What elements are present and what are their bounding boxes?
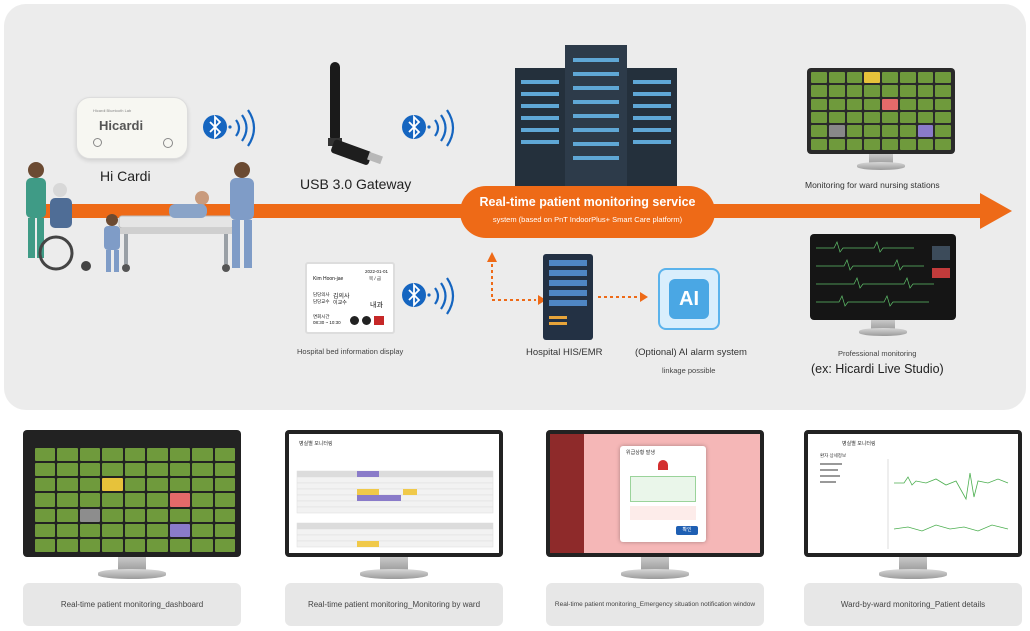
bed-display-day: 목 / 금	[369, 276, 382, 281]
bed-display-date: 2022-01-01	[365, 269, 389, 274]
alert-dialog-title: 위급상황 발생	[626, 450, 655, 456]
pro-monitor	[810, 234, 956, 340]
dotted-connector-ai-arrowhead	[640, 292, 648, 302]
patients-illustration	[26, 162, 254, 272]
bluetooth-icon	[402, 114, 431, 140]
pro-monitor-label: Professional monitoring	[838, 349, 917, 358]
bed-display-time-value: 08:30 ~ 10:30	[313, 320, 341, 325]
detail-screen-title: 병실별 모니터링	[842, 441, 876, 447]
monitoring-service-pill: Real-time patient monitoring service sys…	[460, 186, 715, 238]
service-subtitle: system (based on PnT IndoorPlus+ Smart C…	[492, 215, 683, 224]
service-title: Real-time patient monitoring service	[479, 195, 696, 209]
bluetooth-icon	[203, 114, 232, 140]
wireless-waves-icon	[434, 277, 455, 315]
secondary-trace	[893, 524, 1009, 532]
patient-detail-charts	[820, 459, 1009, 549]
dotted-connector-right-arrowhead	[538, 295, 546, 305]
emergency-monitor: 위급상황 발생 확인	[546, 430, 764, 582]
caption-dashboard: Real-time patient monitoring_dashboard	[23, 583, 241, 626]
dashboard-monitor	[23, 430, 241, 582]
bed-display-doctor-name: 김의사	[333, 294, 350, 300]
detail-section-title: 환자 상세정보	[820, 453, 847, 458]
alert-sidebar	[550, 434, 584, 553]
siren-icon	[658, 460, 668, 470]
usb-gateway-device	[328, 62, 383, 165]
ecg-trace	[894, 472, 1009, 501]
alert-vitals-box	[630, 476, 696, 502]
ai-chip-icon: AI	[658, 268, 720, 330]
dotted-connector-service-to-his	[491, 258, 536, 301]
ward-table	[296, 470, 494, 548]
hicardi-title: Hi Cardi	[100, 168, 151, 184]
caption-patient-details: Ward-by-ward monitoring_Patient details	[804, 583, 1022, 626]
gateway-title: USB 3.0 Gateway	[300, 176, 412, 192]
wireless-waves-icon	[434, 109, 455, 147]
alert-note-box	[630, 506, 696, 520]
bed-info-display: Kim Hoon-jae 2022-01-01 목 / 금 담당의사 김의사 담…	[305, 262, 395, 334]
bed-display-nurse-name: 이교수	[333, 300, 347, 306]
his-label: Hospital HIS/EMR	[526, 347, 603, 358]
bed-display-nurse-label: 담당교수	[313, 299, 330, 304]
ward-table-monitor: 병실별 모니터링	[285, 430, 503, 582]
main-flow-arrow-head	[980, 193, 1012, 229]
alert-confirm-button[interactable]: 확인	[676, 526, 698, 535]
no-food-icon	[350, 316, 359, 325]
ai-sublabel: linkage possible	[662, 366, 716, 375]
hicardi-device: Hicardi Bluetooth Lab Hicardi	[76, 97, 188, 159]
ai-label: (Optional) AI alarm system	[635, 347, 747, 358]
pro-monitor-example: (ex: Hicardi Live Studio)	[811, 362, 944, 376]
bed-display-dept: 내과	[370, 302, 383, 309]
caption-ward: Real-time patient monitoring_Monitoring …	[285, 583, 503, 626]
patient-details-monitor: 병실별 모니터링 환자 상세정보	[804, 430, 1022, 582]
emergency-alert-dialog: 위급상황 발생 확인	[620, 446, 706, 542]
bed-display-doctor-label: 담당의사	[313, 292, 330, 297]
fall-risk-icon	[362, 316, 371, 325]
ward-monitor-label: Monitoring for ward nursing stations	[805, 180, 940, 190]
bed-display-caption: Hospital bed information display	[297, 347, 404, 356]
hicardi-maker-text: Hicardi Bluetooth Lab	[93, 108, 132, 113]
bed-display-patient: Kim Hoon-jae	[313, 276, 344, 282]
server-racks-illustration	[515, 45, 677, 190]
ward-monitor	[807, 68, 955, 174]
bluetooth-icon	[402, 282, 431, 308]
ai-chip-text: AI	[669, 279, 709, 319]
ward-screen-title: 병실별 모니터링	[299, 441, 333, 447]
bed-display-time-label: 면회시간	[313, 314, 330, 319]
warning-icon	[374, 316, 384, 325]
caption-emergency: Real-time patient monitoring_Emergency s…	[546, 583, 764, 626]
hicardi-brand-logo: Hicardi	[99, 118, 144, 133]
power-button-icon	[93, 138, 102, 147]
dotted-connector-up-arrowhead	[487, 252, 497, 262]
wireless-waves-icon	[235, 109, 256, 147]
his-server-icon	[543, 254, 593, 340]
pro-monitor-waveforms	[816, 241, 950, 307]
signal-icon	[163, 138, 173, 148]
